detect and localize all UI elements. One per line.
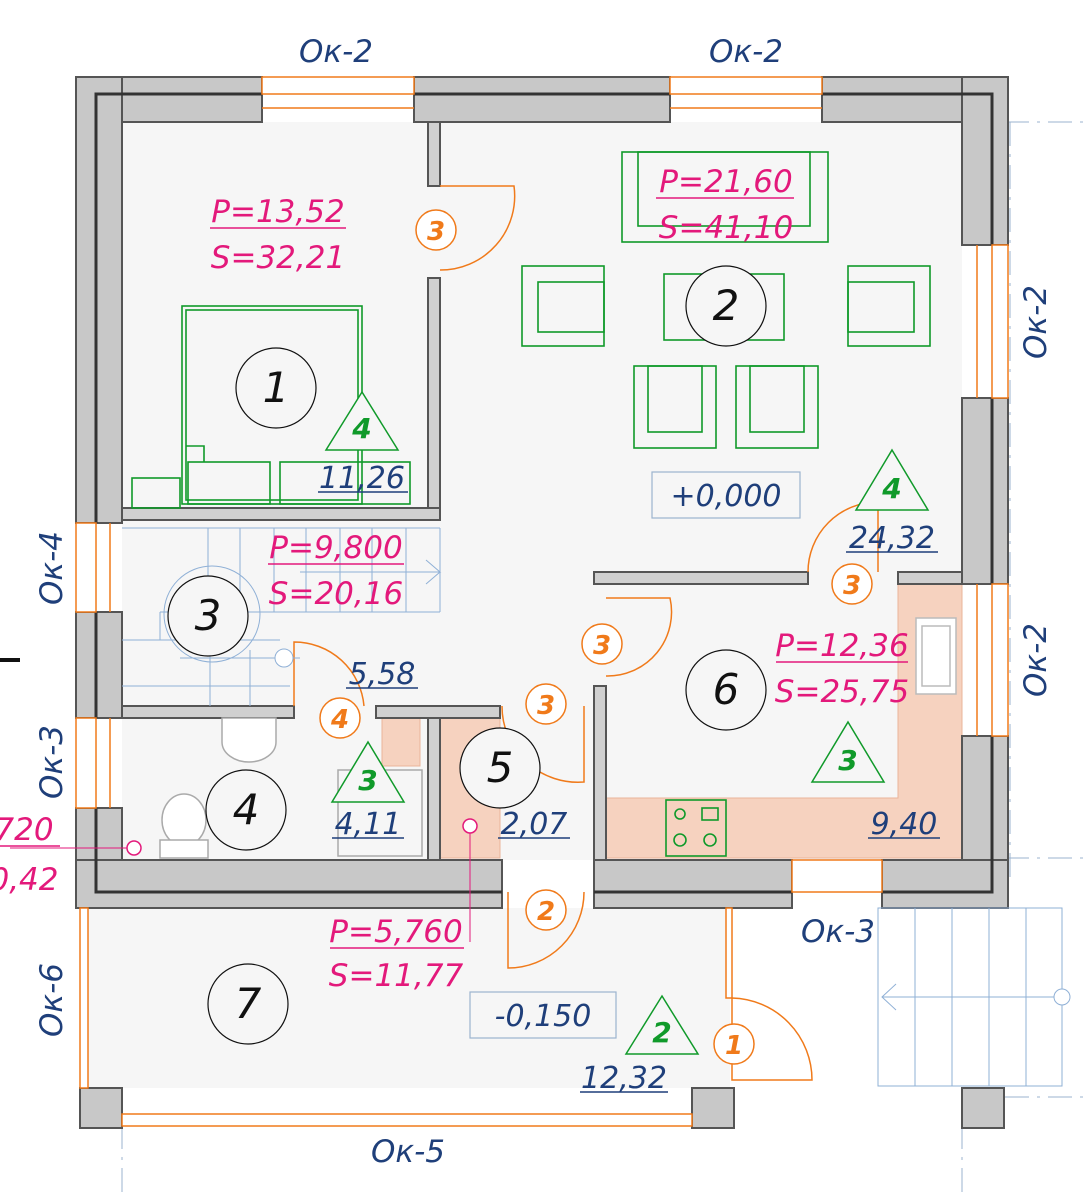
porch-floor xyxy=(82,908,730,1088)
room-area: 5,58 xyxy=(349,657,416,692)
window-top-right xyxy=(669,76,823,95)
window-label-right-upper: Ок-2 xyxy=(1018,285,1054,359)
outside-steps xyxy=(877,907,1071,1087)
window-top-left xyxy=(261,76,415,95)
windows xyxy=(75,76,1009,1127)
room-perimeter: P=12,36 xyxy=(775,628,908,664)
room-perimeter: P=9,800 xyxy=(269,530,402,566)
room-number: 1 xyxy=(263,363,290,412)
door-number: 1 xyxy=(725,1031,743,1061)
window-label-bottom-right: Ок-3 xyxy=(801,914,875,950)
window-label-left-upper: Ок-4 xyxy=(34,531,70,605)
room-area-s: S=41,10 xyxy=(659,210,793,246)
finish-triangles xyxy=(324,390,930,1055)
window-left-upper xyxy=(75,522,97,613)
furniture xyxy=(131,151,931,857)
room-area: 11,26 xyxy=(319,461,405,496)
porch-rail-right xyxy=(725,907,733,999)
stairs xyxy=(122,527,442,706)
window-right-lower xyxy=(991,583,1009,737)
room-perimeter: P=13,52 xyxy=(211,194,344,230)
window-left-lower xyxy=(75,717,97,809)
porch-rail-left xyxy=(79,907,89,1089)
window-bottom-right xyxy=(791,859,883,893)
section-markers xyxy=(10,826,471,942)
edge-fragment: 0,42 xyxy=(0,862,59,898)
door-circles xyxy=(319,209,873,1065)
room-area: 9,40 xyxy=(871,807,938,842)
door-number: 3 xyxy=(537,691,555,721)
room-number: 5 xyxy=(487,743,514,792)
door-number: 3 xyxy=(427,217,445,247)
level-main: +0,000 xyxy=(670,479,781,514)
room-area-s: S=20,16 xyxy=(269,576,403,612)
sink-icon xyxy=(915,617,957,695)
room-area-s: S=25,75 xyxy=(775,674,909,710)
exterior-walls xyxy=(75,76,1009,909)
window-label-left-lower: Ок-3 xyxy=(34,725,70,799)
toilet-icon xyxy=(159,793,209,859)
room-number: 3 xyxy=(195,591,222,640)
finish-number: 3 xyxy=(838,744,857,777)
armchair-icon xyxy=(847,265,931,347)
washbasin-icon xyxy=(221,717,277,763)
armchair-icon xyxy=(735,365,819,449)
porch-rail-bottom xyxy=(121,1113,693,1127)
window-label-right-lower: Ок-2 xyxy=(1018,623,1054,697)
room-perimeter: P=21,60 xyxy=(659,164,792,200)
level-box-porch xyxy=(469,991,617,1039)
room-area: 2,07 xyxy=(501,807,568,842)
blue-underlines xyxy=(318,491,940,1093)
room-area: 4,11 xyxy=(335,807,402,842)
interior-walls xyxy=(121,121,963,861)
window-label-left-porch: Ок-6 xyxy=(34,963,70,1037)
room-number: 6 xyxy=(713,665,740,714)
room-area-s: S=32,21 xyxy=(211,240,345,276)
room-number: 4 xyxy=(233,785,260,834)
finish-number: 2 xyxy=(652,1016,671,1049)
room-number: 2 xyxy=(713,281,740,330)
door-number: 3 xyxy=(593,631,611,661)
section-marker-icon xyxy=(462,818,478,834)
window-label-bottom: Ок-5 xyxy=(371,1134,445,1170)
stove-icon xyxy=(665,799,727,857)
level-porch: -0,150 xyxy=(495,999,592,1034)
room-perimeter: P=5,760 xyxy=(329,914,462,950)
pink-underlines xyxy=(0,197,908,949)
door-number: 3 xyxy=(843,571,861,601)
armchair-icon xyxy=(521,265,605,347)
window-label-top-right: Ок-2 xyxy=(709,34,783,70)
level-box-main xyxy=(651,471,801,519)
room-number: 7 xyxy=(235,979,262,1028)
section-marker-icon xyxy=(126,840,142,856)
wall-edges xyxy=(94,92,994,894)
window-right-upper xyxy=(991,244,1009,399)
edge-fragment: 720 xyxy=(0,812,54,848)
finish-number: 4 xyxy=(351,412,371,445)
door-number: 2 xyxy=(537,897,555,927)
porch-columns xyxy=(79,1087,1005,1129)
armchair-icon xyxy=(633,365,717,449)
door-number: 4 xyxy=(330,705,349,735)
room-area-s: S=11,77 xyxy=(329,958,464,994)
axis-mark xyxy=(0,658,20,662)
room-area: 24,32 xyxy=(849,521,935,556)
finish-number: 3 xyxy=(358,764,377,797)
room-area: 12,32 xyxy=(581,1061,667,1096)
window-label-top-left: Ок-2 xyxy=(299,34,373,70)
sofa-icon xyxy=(621,151,829,243)
room-circles xyxy=(167,265,767,1045)
finish-number: 4 xyxy=(881,472,901,505)
